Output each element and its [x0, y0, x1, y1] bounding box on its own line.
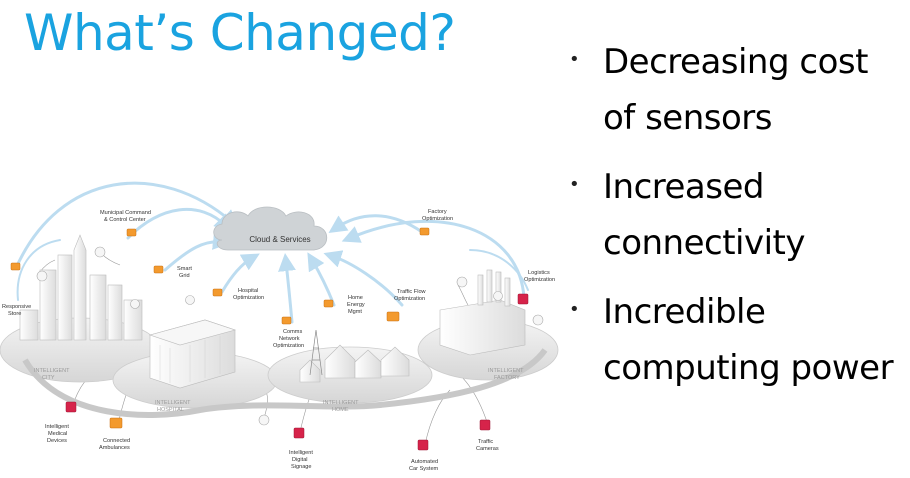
slide-title: What’s Changed?	[24, 4, 456, 62]
bullet-item: • Decreasing cost of sensors	[563, 34, 908, 146]
zone-label: INTELLIGENT	[323, 400, 359, 406]
label-home-energy: Home	[348, 295, 363, 301]
label-ambulances: Ambulances	[99, 445, 130, 451]
cloud-label: Cloud & Services	[249, 235, 310, 244]
sensor-icon	[386, 311, 400, 322]
label-signage: Intelligent	[289, 450, 313, 456]
sensor-icon	[10, 262, 21, 271]
arrow-comms-cloud	[278, 253, 296, 324]
label-factory-opt: Optimization	[422, 216, 453, 222]
label-responsive-store: Responsive	[2, 304, 31, 310]
label-traffic-flow: Traffic Flow	[397, 289, 427, 295]
bullet-line: Incredible	[603, 292, 766, 332]
sensor-icons	[10, 227, 430, 429]
arrow-hospital-cloud	[220, 253, 260, 294]
bullet-list: • Decreasing cost of sensors • Increased…	[563, 34, 908, 409]
comms-tower	[309, 329, 323, 376]
label-hospital-opt: Optimization	[233, 295, 264, 301]
cloud-icon: Cloud & Services	[213, 206, 328, 251]
label-medical: Devices	[47, 438, 67, 444]
label-logistics: Optimization	[524, 277, 555, 283]
label-municipal: & Control Center	[104, 217, 146, 223]
arrow-grid-cloud	[163, 232, 231, 272]
label-medical: Intelligent	[45, 424, 69, 430]
arrow-store-cloud	[14, 181, 239, 270]
label-traffic-flow: Optimization	[394, 296, 425, 302]
label-comms: Network	[279, 336, 300, 342]
bullet-dot-icon: •	[569, 299, 580, 320]
hospital-building	[148, 319, 237, 389]
bullet-dot-icon: •	[569, 49, 580, 70]
road-loop	[22, 348, 548, 418]
label-car-system: Automated	[411, 459, 438, 465]
label-comms: Optimization	[273, 343, 304, 349]
callout-labels: Municipal Command & Control Center Facto…	[2, 209, 555, 472]
zone-label: HOSPITAL	[157, 407, 184, 413]
label-smart-grid: Smart	[177, 266, 192, 272]
city-buildings	[19, 234, 143, 341]
iot-diagram: Cloud & Services INTELLIGENT CITY INTE	[0, 181, 559, 472]
bullet-dot-icon: •	[569, 174, 580, 195]
device-icon	[65, 401, 77, 413]
sensor-icon	[212, 288, 223, 297]
arrow-traffic-cloud	[323, 250, 404, 307]
zone-label: INTELLIGENT	[155, 400, 191, 406]
label-factory-opt: Factory	[428, 209, 447, 215]
device-icon	[417, 439, 429, 451]
arrow-home-cloud	[307, 252, 336, 307]
sensor-icon	[419, 227, 430, 236]
label-comms: Comms	[283, 329, 302, 335]
label-cameras: Traffic	[478, 439, 493, 445]
sensor-icon	[281, 316, 292, 325]
label-logistics: Logistics	[528, 270, 550, 276]
arrow-loop-right	[469, 249, 529, 291]
zone-label: INTELLIGENT	[34, 368, 70, 374]
device-icon	[479, 419, 491, 431]
sensor-icon	[126, 228, 137, 237]
sensor-icon	[323, 299, 334, 308]
factory-building	[439, 269, 526, 356]
home-buildings	[299, 344, 410, 383]
label-home-energy: Mgmt	[348, 309, 362, 315]
bullet-line: Increased	[603, 167, 764, 207]
device-icons	[65, 293, 529, 451]
label-responsive-store: Store	[8, 311, 21, 317]
device-icon	[293, 427, 305, 439]
label-smart-grid: Grid	[179, 273, 190, 279]
zone-label: FACTORY	[494, 375, 520, 381]
zone-labels: INTELLIGENT CITY INTELLIGENT HOSPITAL IN…	[34, 368, 524, 413]
label-medical: Medical	[48, 431, 67, 437]
bullet-line: of sensors	[603, 98, 772, 138]
zone-label: CITY	[42, 375, 55, 381]
label-municipal: Municipal Command	[100, 210, 151, 216]
label-ambulances: Connected	[103, 438, 130, 444]
sensor-icon	[153, 265, 164, 274]
bullet-line: connectivity	[603, 223, 806, 263]
node-circles	[36, 246, 544, 426]
label-cameras: Cameras	[476, 446, 499, 452]
arrow-loop-left	[16, 239, 61, 301]
label-home-energy: Energy	[347, 302, 365, 308]
arrow-municipal-cloud	[126, 207, 233, 240]
bullet-line: computing power	[603, 348, 894, 388]
device-icon	[517, 293, 529, 305]
bullet-line: Decreasing cost	[603, 42, 868, 82]
zone-label: HOME	[332, 407, 349, 413]
zone-label: INTELLIGENT	[488, 368, 524, 374]
sensor-icon	[109, 417, 123, 429]
label-signage: Digital	[292, 457, 308, 463]
label-car-system: Car System	[409, 466, 439, 472]
arrow-factory-cloud	[328, 214, 424, 234]
label-hospital-opt: Hospital	[238, 288, 258, 294]
bullet-item: • Increased connectivity	[563, 159, 908, 271]
bullet-item: • Incredible computing power	[563, 284, 908, 396]
label-signage: Signage	[291, 464, 312, 470]
